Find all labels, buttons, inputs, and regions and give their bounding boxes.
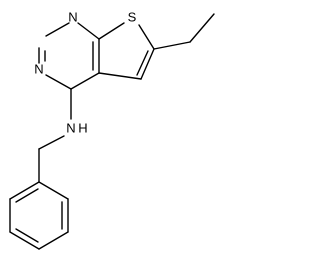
molecule-structure: N N S N H xyxy=(9,10,215,250)
atom-s: S xyxy=(128,10,137,25)
atom-n1: N xyxy=(68,10,77,25)
bond-meta-left-para xyxy=(9,231,40,250)
bond-para-meta-right xyxy=(38,231,69,250)
bond-c4-c4a xyxy=(70,72,100,90)
bond-nh-ch2 xyxy=(38,135,65,150)
bond-meta-left-para-inner xyxy=(15,228,39,243)
bond-n1-c2 xyxy=(45,22,70,37)
bond-c6-c5 xyxy=(140,48,155,80)
bond-ipso-ortho-left xyxy=(9,181,40,200)
atom-n3: N xyxy=(34,62,43,77)
atom-nh-h: H xyxy=(78,121,87,136)
bond-c6-c5-inner xyxy=(136,50,149,76)
bond-c7a-n1 xyxy=(77,22,100,40)
atom-labels: N N S N H xyxy=(34,10,136,136)
bond-ipso-ortho-left-inner xyxy=(15,188,39,203)
bond-ortho-right-ipso xyxy=(38,181,69,200)
bond-lines xyxy=(9,13,215,250)
bond-c6-ch2 xyxy=(153,41,191,50)
bond-ch2-ch3 xyxy=(189,13,215,43)
bond-n3-c4 xyxy=(45,74,72,90)
bond-c5-c4a xyxy=(98,72,142,80)
atom-nh-n: N xyxy=(66,121,75,136)
bond-c7a-s xyxy=(98,22,125,40)
bond-s-c6 xyxy=(138,24,155,50)
